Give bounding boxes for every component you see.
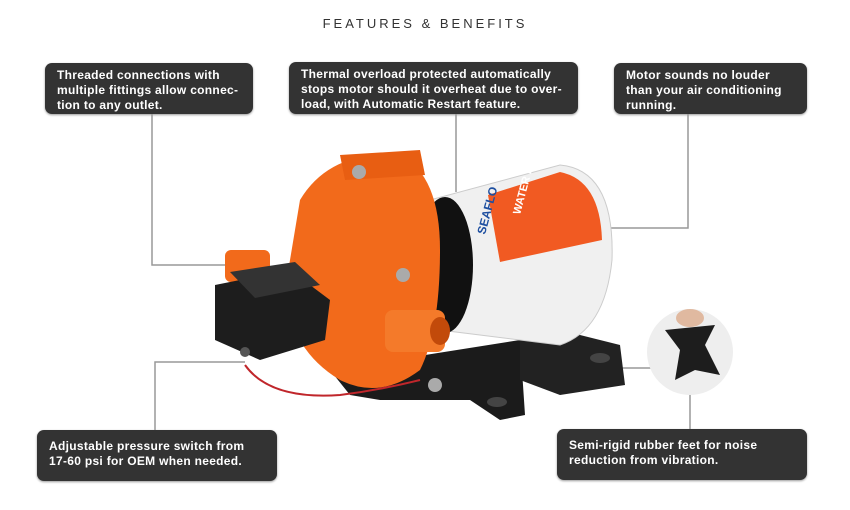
callout-threaded-connections: Threaded connections with multiple fitti… (45, 63, 253, 114)
callout-thermal-overload: Thermal overload protected automatically… (289, 62, 578, 114)
pump-motor: WATER PRESSURE SEAFLO (417, 114, 613, 346)
page-title: FEATURES & BENEFITS (322, 16, 528, 31)
callout-rubber-feet: Semi-rigid rubber feet for noise reducti… (557, 429, 807, 480)
callout-motor-noise: Motor sounds no louder than your air con… (614, 63, 807, 114)
callout-pressure-switch: Adjustable pressure switch from 17-60 ps… (37, 430, 277, 481)
rubber-feet-inset (647, 309, 733, 395)
callout-connectors (151, 113, 691, 430)
pressure-switch (215, 262, 330, 360)
